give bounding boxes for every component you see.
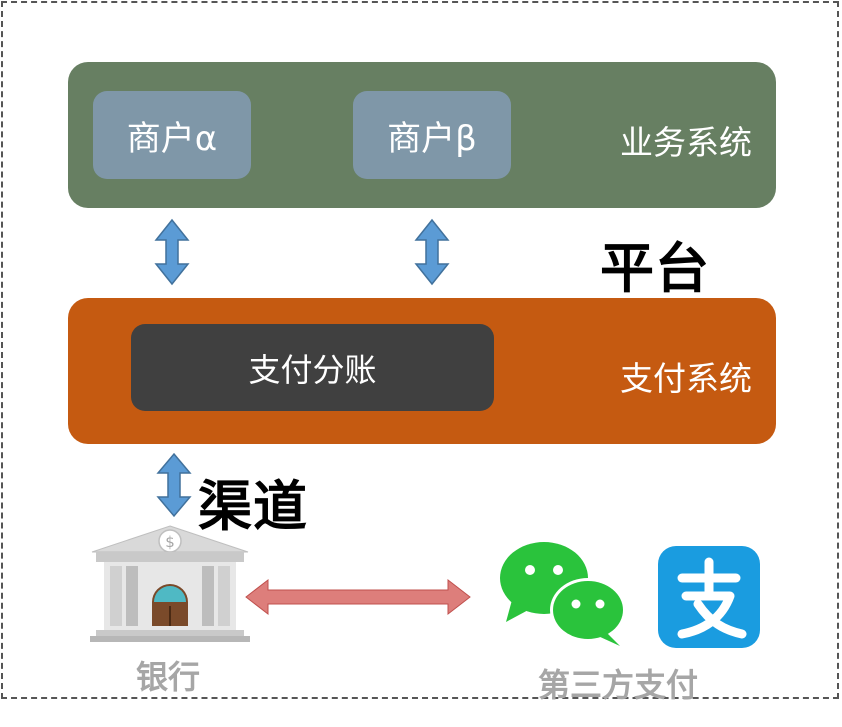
bank-label: 银行	[136, 658, 201, 696]
bank-third-party-double-arrow-icon	[245, 578, 471, 616]
double-arrow-icon-right	[414, 218, 450, 286]
third-party-payment-label: 第三方支付	[538, 666, 699, 704]
channel-double-arrow-icon	[156, 452, 192, 518]
platform-label: 平台	[600, 237, 710, 300]
payment-split-module: 支付分账	[131, 324, 494, 411]
channel-label: 渠道	[198, 475, 308, 538]
merchant-beta: 商户β	[353, 91, 511, 179]
payment-system-label: 支付系统	[620, 359, 752, 398]
double-arrow-icon-left	[154, 218, 190, 286]
business-system-label: 业务系统	[620, 123, 752, 162]
alipay-icon	[658, 546, 760, 648]
wechat-icon	[500, 542, 626, 646]
svg-text:$: $	[165, 533, 175, 551]
merchant-alpha: 商户α	[93, 91, 251, 179]
diagram-frame	[1, 1, 839, 699]
bank-icon: $	[90, 525, 250, 642]
